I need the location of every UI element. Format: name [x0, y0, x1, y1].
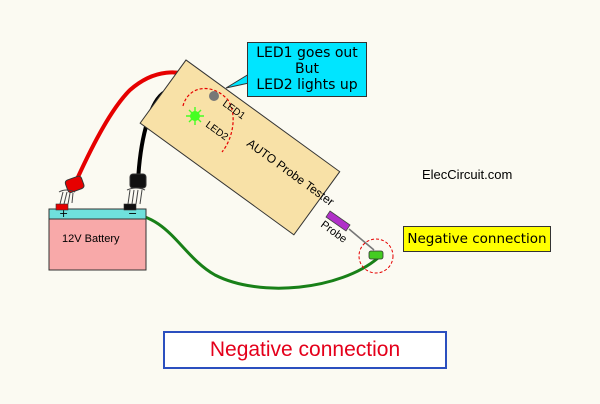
- probe-contact: [368, 250, 384, 260]
- led1-off-indicator: [209, 91, 219, 101]
- tester-body: [139, 59, 341, 236]
- green-wire: [124, 211, 379, 290]
- probe-highlight-circle: [358, 238, 394, 274]
- page-title: Negative connection: [163, 331, 447, 369]
- battery-plus-sign: +: [59, 207, 69, 220]
- callout-led-status: LED1 goes out But LED2 lights up: [247, 42, 367, 97]
- callout-led-line2: But: [295, 61, 319, 77]
- battery-minus-sign: −: [128, 207, 138, 220]
- callout-led-line1: LED1 goes out: [256, 45, 358, 61]
- led-highlight-circle: [182, 87, 234, 153]
- battery-minus-terminal: [123, 203, 137, 211]
- callout-led-pointer: [225, 73, 250, 89]
- led2-on-indicator: [186, 107, 204, 125]
- battery-label: 12V Battery: [62, 233, 120, 245]
- battery-body: [48, 218, 147, 271]
- red-clip: [58, 175, 85, 205]
- callout-negative-connection: Negative connection: [403, 226, 551, 252]
- probe-tip: [325, 210, 375, 251]
- black-clip: [126, 173, 147, 205]
- battery-plus-terminal: [55, 203, 69, 211]
- site-label: ElecCircuit.com: [422, 167, 513, 182]
- callout-led-line3: LED2 lights up: [256, 77, 358, 93]
